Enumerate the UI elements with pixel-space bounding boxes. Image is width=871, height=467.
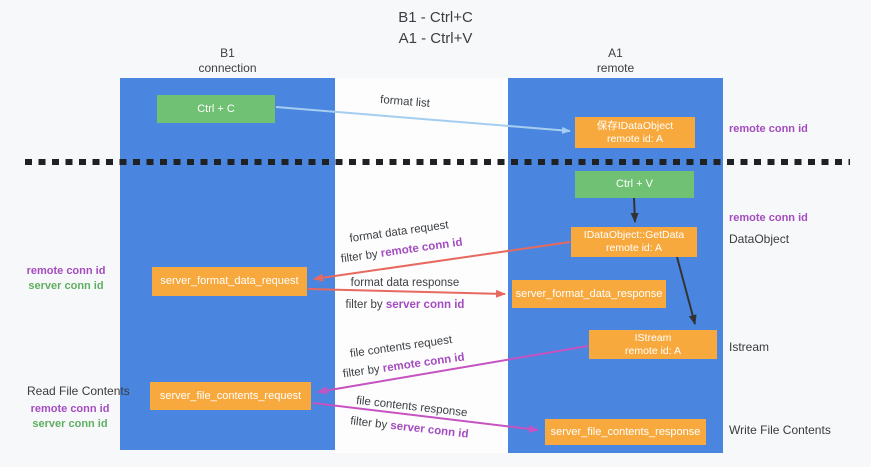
remote-conn-id-annotation-mid: remote conn id [729,212,808,224]
getdata-line2: remote id: A [605,242,663,254]
server-file-contents-request-label: server_file_contents_request [159,389,302,402]
server-conn-id-text: server conn id [389,419,470,441]
filter-by-text: filter by [349,415,388,432]
server-format-data-response-box: server_format_data_response [512,280,666,308]
ctrl-c-box: Ctrl + C [157,95,275,123]
remote-conn-id-annotation-top: remote conn id [729,123,808,135]
istream-line2: remote id: A [624,344,682,357]
server-format-data-request-label: server_format_data_request [160,275,299,287]
server-file-contents-response-label: server_file_contents_response [550,425,701,438]
diagram-title: B1 - Ctrl+C A1 - Ctrl+V [0,7,871,49]
conn-id-block-file: remote conn id server conn id [22,402,118,432]
server-conn-id-annotation-left2: server conn id [32,418,108,430]
getdata-line1: IDataObject::GetData [583,229,685,241]
save-dataobject-line1: 保存IDataObject [596,119,674,132]
server-format-data-response-label: server_format_data_response [515,287,663,300]
lane-b1-role: connection [198,61,257,75]
ctrl-v-label: Ctrl + V [616,178,653,190]
diagram-title-line1: B1 - Ctrl+C [398,9,473,26]
read-file-contents-annotation: Read File Contents [27,384,130,398]
filter-by-text: filter by [340,248,379,266]
server-format-data-request-box: server_format_data_request [152,267,307,296]
remote-conn-id-annotation-left1: remote conn id [26,265,106,277]
filter-by-text: filter by [345,299,383,311]
save-dataobject-box: 保存IDataObject remote id: A [575,117,695,148]
istream-annotation: Istream [729,340,770,354]
remote-conn-id-annotation-left2: remote conn id [30,403,110,415]
server-file-contents-response-box: server_file_contents_response [545,419,706,445]
ctrl-v-box: Ctrl + V [575,171,694,198]
format-data-response-text: format data response [350,277,460,289]
diagram-title-line2: A1 - Ctrl+V [398,30,473,47]
lane-header-a1: A1 remote [508,46,723,76]
getdata-box: IDataObject::GetData remote id: A [571,227,697,257]
filter-by-text: filter by [342,363,381,381]
server-file-contents-request-box: server_file_contents_request [150,382,311,410]
format-data-response-label: format data response filter by server co… [325,272,485,316]
dataobject-annotation: DataObject [729,232,790,246]
istream-line1: IStream [634,331,672,344]
write-file-contents-annotation: Write File Contents [729,423,831,437]
lane-header-b1: B1 connection [120,46,335,76]
server-conn-id-annotation-left1: server conn id [28,280,104,292]
lane-b1-name: B1 [220,46,235,60]
save-dataobject-line2: remote id: A [606,132,664,145]
server-conn-id-text: server conn id [385,299,465,311]
istream-box: IStream remote id: A [589,330,717,359]
format-data-response-filter: filter by server conn id [325,294,485,316]
lane-a1-role: remote [596,61,635,75]
ctrl-c-label: Ctrl + C [197,102,235,115]
lane-a1-name: A1 [608,46,623,60]
conn-id-block-format: remote conn id server conn id [18,264,114,294]
